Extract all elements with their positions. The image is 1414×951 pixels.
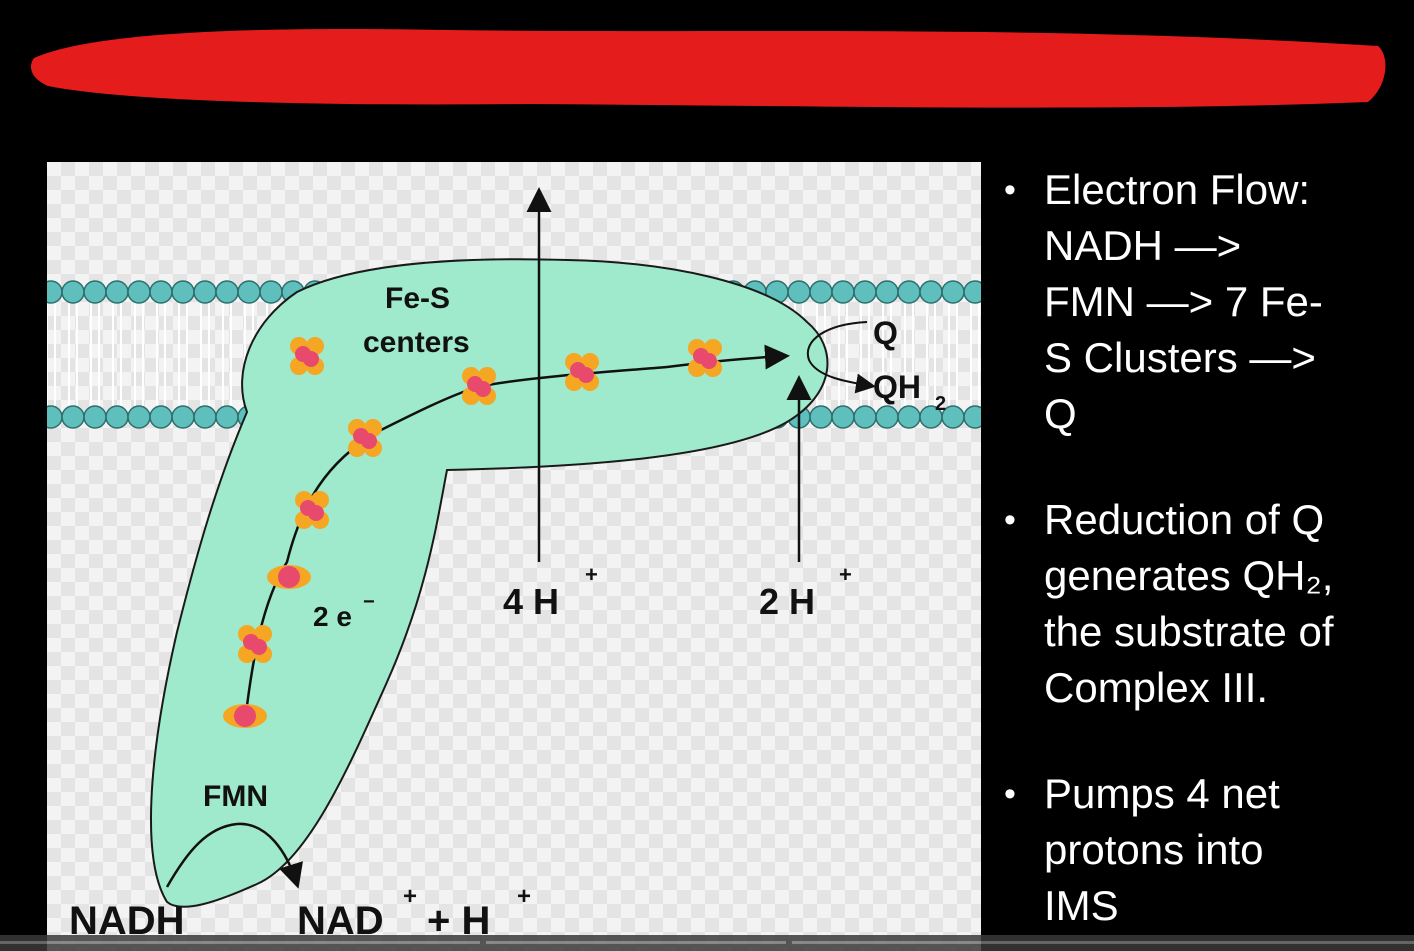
lipid-head xyxy=(875,405,899,429)
complex-i-protein xyxy=(150,258,829,908)
two-h-label: 2 H xyxy=(759,581,815,622)
four-h-label: 4 H xyxy=(503,581,559,622)
lipid-head xyxy=(853,405,877,429)
bullet-reduction-of-q: • Reduction of Q generates QH₂, the subs… xyxy=(1004,492,1404,716)
lipid-head xyxy=(61,405,85,429)
lipid-head xyxy=(149,280,173,304)
nad-plus: + xyxy=(403,883,417,910)
bullet-pumps-protons: • Pumps 4 net protons into IMS xyxy=(1004,766,1404,934)
lipid-head xyxy=(809,280,833,304)
two-e-label: 2 e xyxy=(313,601,352,632)
redaction-mark xyxy=(30,29,1386,108)
lipid-head xyxy=(237,280,261,304)
lipid-head xyxy=(215,405,239,429)
bullet-line: Reduction of Q xyxy=(1044,496,1325,543)
bullet-line: FMN —> 7 Fe- xyxy=(1044,278,1323,325)
progress-segment xyxy=(792,941,1414,944)
lipid-head xyxy=(47,405,63,429)
bullet-line: Complex III. xyxy=(1044,664,1269,711)
lipid-head xyxy=(215,280,239,304)
lipid-head xyxy=(259,280,283,304)
lipid-head xyxy=(963,280,981,304)
bullet-line: Pumps 4 net xyxy=(1044,770,1280,817)
bullet-line: Electron Flow: xyxy=(1044,166,1311,213)
bullet-line: S Clusters —> xyxy=(1044,334,1316,381)
diagram-canvas: Fe-S centers Q QH 2 4 H + 2 H + 2 e − FM… xyxy=(47,187,981,943)
fmn-label: FMN xyxy=(203,780,268,813)
lipid-head xyxy=(83,280,107,304)
bullet-dot: • xyxy=(1004,171,1016,209)
lipid-head xyxy=(787,280,811,304)
bullet-electron-flow: • Electron Flow: NADH —> FMN —> 7 Fe- S … xyxy=(1004,162,1404,442)
complex-i-diagram: Fe-S centers Q QH 2 4 H + 2 H + 2 e − FM… xyxy=(47,162,981,951)
lipid-head xyxy=(61,280,85,304)
progress-segment xyxy=(486,941,786,944)
two-e-minus: − xyxy=(363,591,375,613)
lipid-head xyxy=(963,405,981,429)
lipid-head xyxy=(897,280,921,304)
progress-segment xyxy=(0,941,480,944)
lipid-head xyxy=(171,405,195,429)
lipid-head xyxy=(171,280,195,304)
fmn-cofactor xyxy=(223,704,267,728)
h-plus: + xyxy=(517,883,531,910)
bullet-dot: • xyxy=(1004,501,1016,539)
bullet-line: generates QH₂, xyxy=(1044,552,1334,599)
q-label: Q xyxy=(873,315,898,351)
lipid-head xyxy=(105,405,129,429)
nadh-oxidation-arrow xyxy=(165,822,303,889)
lipid-head xyxy=(853,280,877,304)
lipid-head xyxy=(127,280,151,304)
four-h-plus: + xyxy=(585,562,598,587)
lipid-head xyxy=(919,280,943,304)
fes-label: Fe-S xyxy=(385,282,450,315)
lipid-head xyxy=(105,280,129,304)
qh2-label: QH xyxy=(873,369,921,405)
bullet-list: • Electron Flow: NADH —> FMN —> 7 Fe- S … xyxy=(1004,162,1404,934)
lipid-head xyxy=(809,405,833,429)
two-h-plus: + xyxy=(839,562,852,587)
fes-cluster-2 xyxy=(267,565,311,589)
lipid-head xyxy=(875,280,899,304)
video-progress-bar[interactable] xyxy=(0,935,1414,951)
lipid-head xyxy=(149,405,173,429)
bullet-line: the substrate of xyxy=(1044,608,1334,655)
lipid-head xyxy=(897,405,921,429)
q-reduction-arrow xyxy=(806,321,876,394)
lipid-head xyxy=(193,405,217,429)
lipid-head xyxy=(127,405,151,429)
lipid-head xyxy=(47,280,63,304)
bullet-line: IMS xyxy=(1044,882,1119,929)
lipid-head xyxy=(193,280,217,304)
lipid-head xyxy=(831,280,855,304)
lipid-head xyxy=(941,280,965,304)
bullet-line: protons into xyxy=(1044,826,1264,873)
bullet-line: NADH —> xyxy=(1044,222,1242,269)
lipid-head xyxy=(83,405,107,429)
bullet-dot: • xyxy=(1004,775,1016,813)
centers-label: centers xyxy=(363,326,470,359)
bullet-line: Q xyxy=(1044,390,1077,437)
lipid-head xyxy=(831,405,855,429)
qh2-subscript: 2 xyxy=(935,393,946,415)
